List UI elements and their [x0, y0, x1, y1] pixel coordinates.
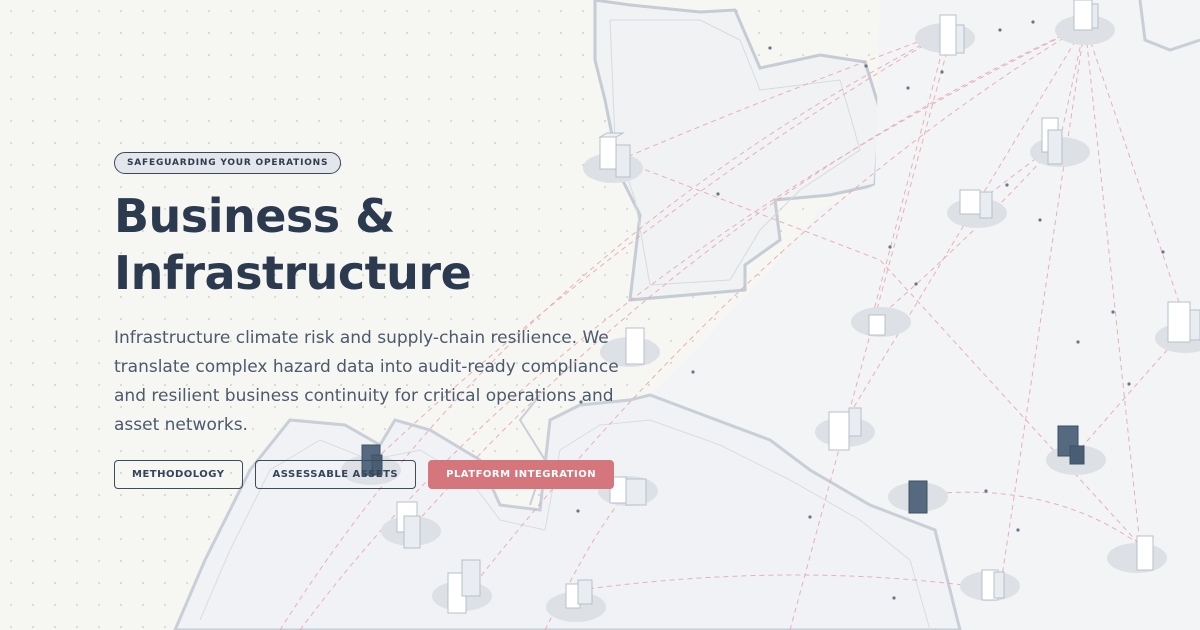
- building-nodes: [361, 0, 1200, 614]
- building-node: [565, 579, 593, 609]
- page-title-line-1: Business &: [114, 189, 395, 243]
- route-20: [869, 139, 1061, 326]
- hero-actions: METHODOLOGY ASSESSABLE ASSETS PLATFORM I…: [114, 460, 674, 489]
- building-node: [981, 569, 1005, 601]
- supply-routes: [279, 24, 1186, 630]
- route-13: [1084, 24, 1186, 321]
- route-18: [1074, 329, 1186, 456]
- building-node: [939, 14, 965, 56]
- building-node: [447, 559, 481, 614]
- page-title: Business & Infrastructure: [114, 188, 674, 302]
- route-9: [839, 24, 1086, 431]
- route-12: [1084, 24, 1141, 546]
- building-node: [959, 189, 993, 219]
- route-8: [869, 39, 946, 326]
- landmass-northeast: [1138, 0, 1200, 52]
- assessable-assets-button[interactable]: ASSESSABLE ASSETS: [254, 460, 417, 489]
- route-14: [1059, 24, 1086, 141]
- building-node: [1057, 425, 1085, 465]
- building-node: [908, 480, 928, 514]
- hero-section: SAFEGUARDING YOUR OPERATIONS Business & …: [114, 150, 674, 489]
- landmass-north-inner: [609, 19, 861, 286]
- route-10: [789, 39, 951, 630]
- hero-description: Infrastructure climate risk and supply-c…: [114, 328, 619, 435]
- building-node: [396, 501, 421, 549]
- building-node: [1073, 0, 1099, 31]
- building-node: [598, 132, 631, 178]
- building-node: [828, 407, 862, 451]
- section-badge: SAFEGUARDING YOUR OPERATIONS: [114, 152, 342, 174]
- page-title-line-2: Infrastructure: [114, 246, 472, 300]
- route-7: [619, 29, 951, 161]
- route-waypoints: [576, 20, 1165, 600]
- route-1: [279, 29, 951, 630]
- landmass-south-inner: [199, 419, 931, 630]
- route-16: [919, 491, 1141, 546]
- building-node: [1167, 301, 1200, 343]
- route-3: [374, 29, 951, 461]
- platform-integration-button[interactable]: PLATFORM INTEGRATION: [428, 460, 615, 489]
- building-node: [868, 314, 886, 336]
- building-node: [1136, 535, 1154, 571]
- methodology-button[interactable]: METHODOLOGY: [114, 460, 243, 489]
- route-5: [469, 24, 1086, 591]
- building-node: [1041, 117, 1063, 165]
- building-node: [625, 327, 645, 365]
- route-6: [619, 159, 1141, 546]
